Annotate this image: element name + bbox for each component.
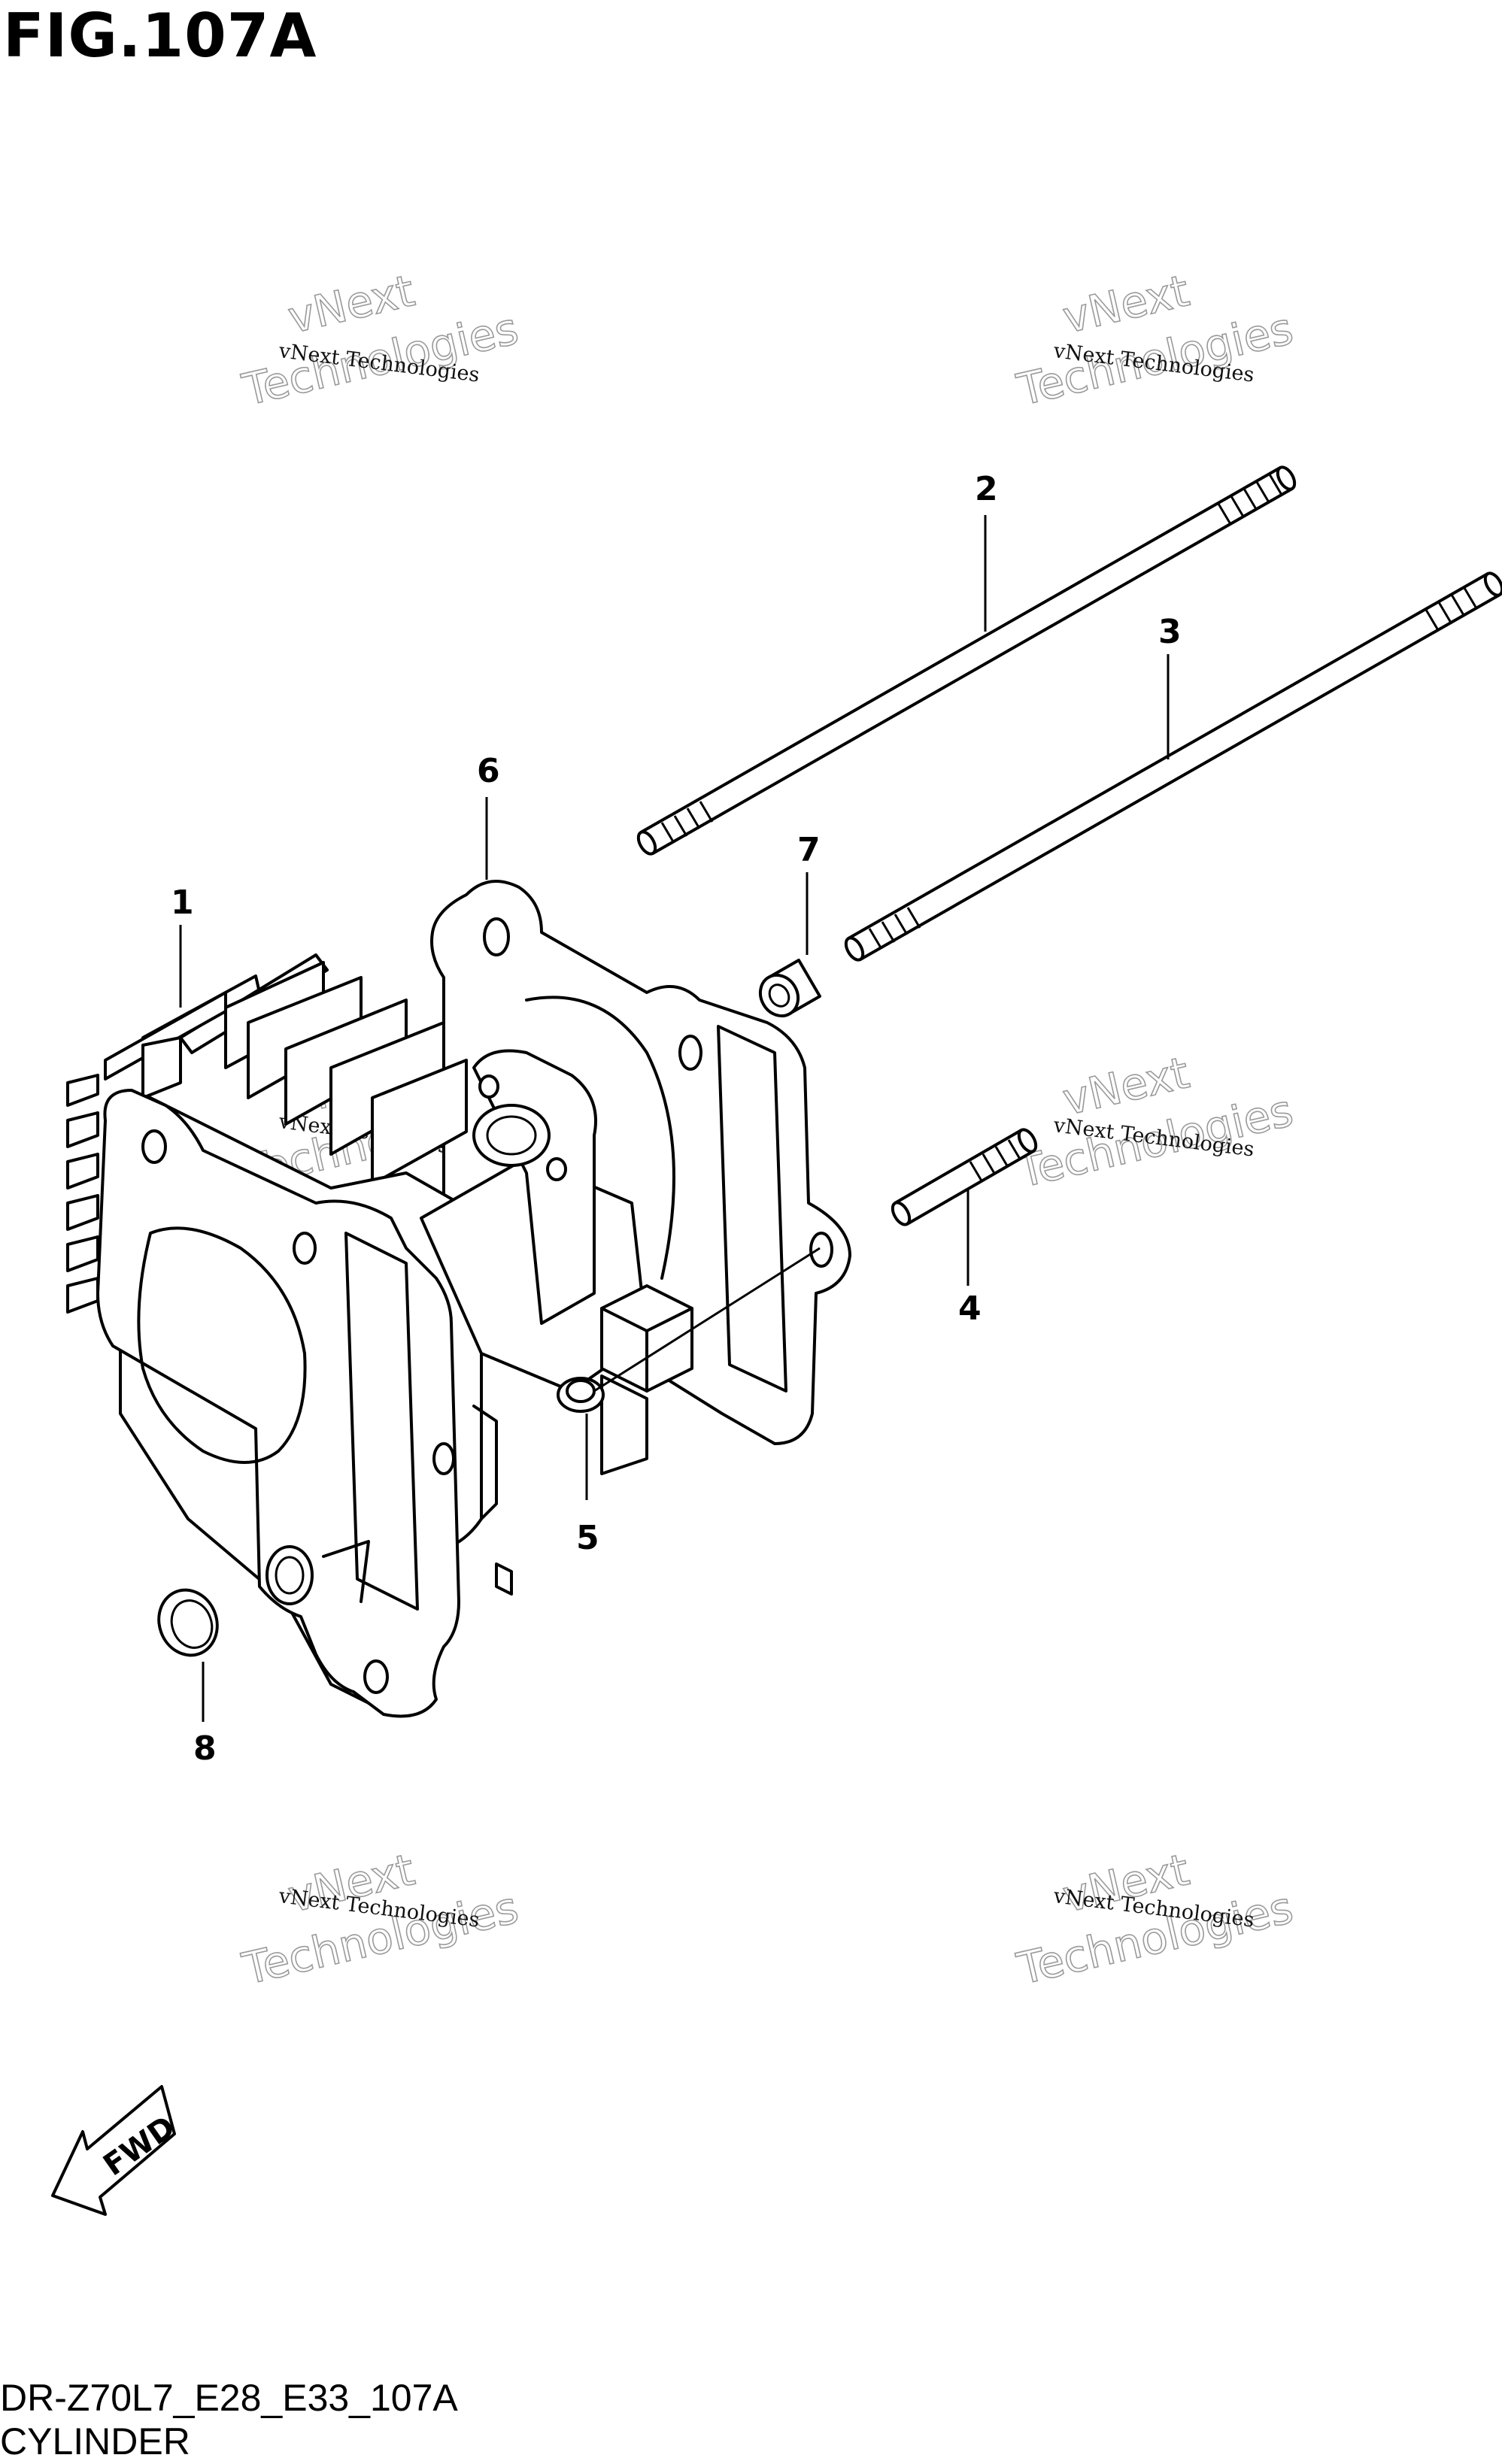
- model-code: DR-Z70L7_E28_E33_107A: [0, 2377, 458, 2419]
- part-1-cylinder-block: [66, 953, 648, 1718]
- fwd-arrow-icon: [51, 2085, 176, 2216]
- callout-4: 4: [958, 1290, 982, 1328]
- assembly-line: [593, 1247, 821, 1393]
- fwd-direction-badge: FWD: [51, 2085, 181, 2216]
- part-4-stud-bolt-short: [891, 1128, 1038, 1226]
- part-3-stud-bolt-long: [844, 571, 1502, 962]
- callout-7: 7: [797, 831, 821, 869]
- callout-6: 6: [477, 752, 500, 790]
- part-5-nut-and-bracket: [557, 1284, 693, 1475]
- callout-3: 3: [1158, 613, 1182, 651]
- watermark-top-right: vNext Technologies: [1012, 264, 1298, 416]
- callout-2: 2: [975, 470, 998, 508]
- figure-title: FIG.107A: [3, 1, 317, 71]
- callout-5: 5: [576, 1519, 599, 1557]
- watermark-mid-right: vNext Technologies: [1012, 1046, 1298, 1198]
- callout-1: 1: [171, 883, 194, 922]
- section-name: CYLINDER: [0, 2420, 190, 2462]
- part-2-stud-bolt-long: [636, 465, 1297, 856]
- part-8-o-ring: [157, 1588, 219, 1657]
- watermark-top-left: vNext Technologies: [237, 264, 523, 416]
- callout-8: 8: [193, 1729, 217, 1768]
- part-7-dowel-pin: [758, 959, 821, 1018]
